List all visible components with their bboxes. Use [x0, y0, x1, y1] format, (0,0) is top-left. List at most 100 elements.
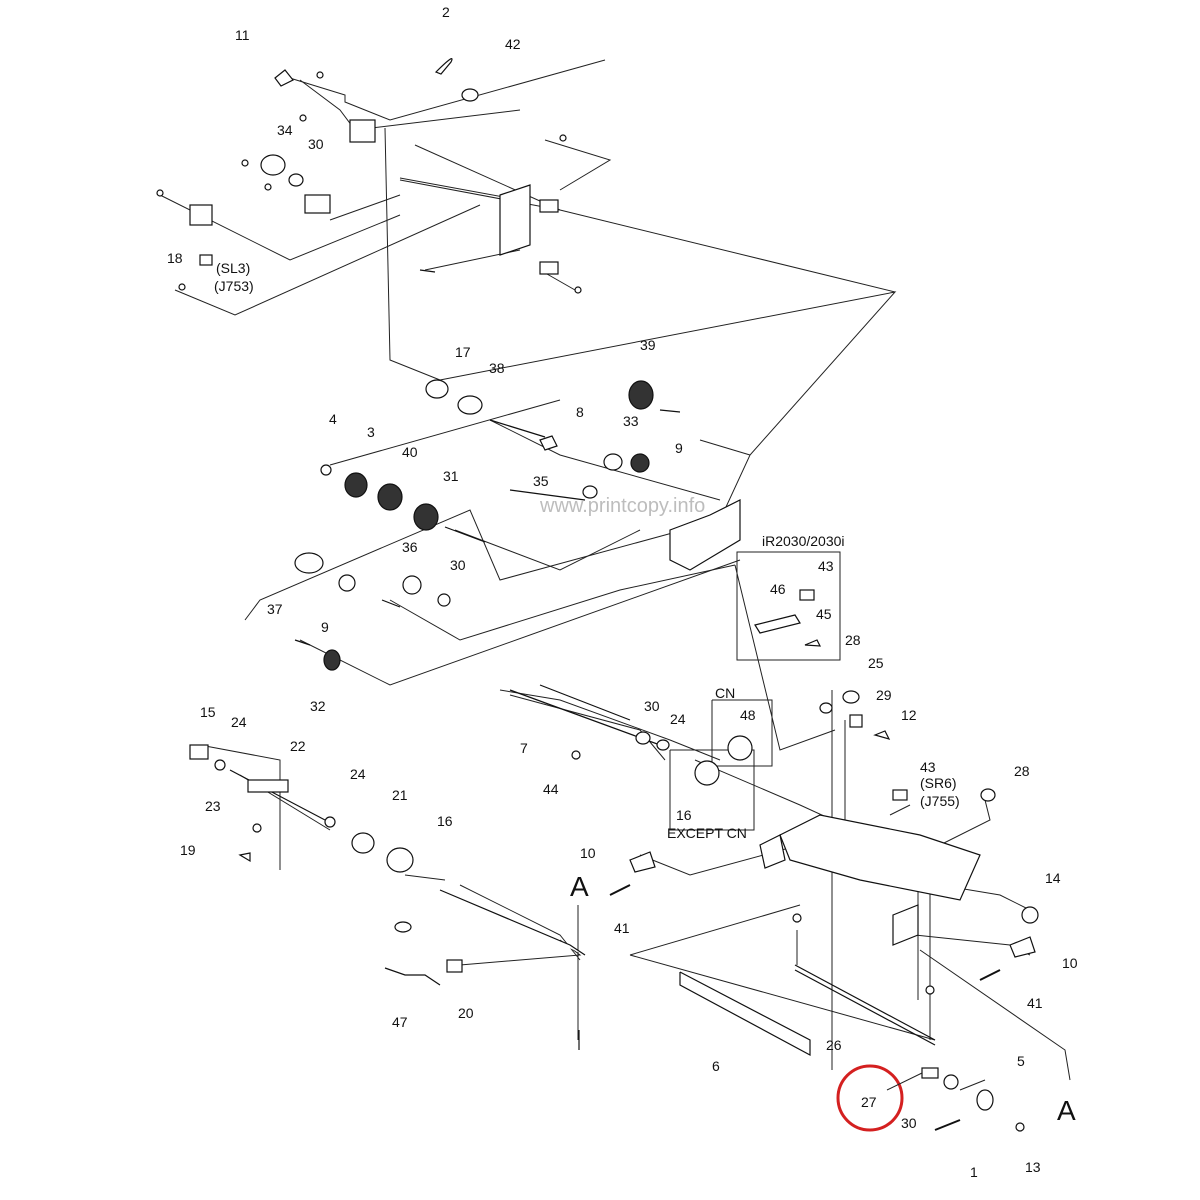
part-5-gear: [976, 1089, 994, 1111]
callout-4: 4: [329, 411, 337, 427]
screw: [574, 286, 582, 294]
part-16-roller-b: [694, 760, 720, 786]
part-12-spring: [873, 730, 891, 740]
group-boxes: [669, 551, 841, 831]
part-29-block: [849, 714, 863, 728]
part-21-roller: [351, 832, 375, 854]
main-frame-bracket: [499, 184, 531, 256]
part-44-screw: [571, 750, 581, 760]
part-43-sensor: [799, 589, 815, 601]
callout-41b: 41: [1027, 995, 1043, 1011]
callout-19: 19: [180, 842, 196, 858]
callout-43: 43: [818, 558, 834, 574]
drive-unit: [669, 499, 741, 571]
guide-tab: [759, 834, 786, 869]
part-28-clip-b: [980, 788, 996, 802]
callout-11: 11: [235, 27, 250, 43]
callout-30: 30: [308, 136, 324, 152]
part-40-gear: [377, 483, 403, 511]
callout-26: 26: [826, 1037, 842, 1053]
screw: [264, 183, 272, 191]
callout-33: 33: [623, 413, 639, 429]
callout-12: 12: [901, 707, 917, 723]
part-22-shaft: [229, 769, 326, 821]
part-45-spring: [804, 639, 822, 647]
callout-10b: 10: [1062, 955, 1078, 971]
pin: [659, 409, 681, 413]
group-label-except-cn: EXCEPT CN: [667, 825, 747, 841]
part-26-rail-b: [794, 969, 936, 1046]
callouts: 11 2 42 34 30 18 17 38 39 8 33 9 4 3 40 …: [167, 4, 1078, 1180]
screw: [792, 913, 802, 923]
callout-27: 27: [861, 1094, 877, 1110]
callout-32: 32: [310, 698, 326, 714]
part-43-sensor-b: [892, 789, 908, 801]
part-6-guide: [679, 971, 811, 1057]
highlight-callout-27: 27: [836, 1064, 923, 1132]
callout-28b: 28: [1014, 763, 1030, 779]
bracket-clip: [539, 199, 559, 213]
part-7-shaft: [509, 689, 661, 746]
part-18-solenoid: [189, 204, 213, 226]
part-30-bushing: [288, 173, 304, 187]
callout-3: 3: [367, 424, 375, 440]
callout-39: 39: [640, 337, 656, 353]
callout-35: 35: [533, 473, 549, 489]
connector-j755-label: (J755): [920, 793, 960, 809]
part-38-gear: [457, 395, 483, 415]
screw: [559, 134, 567, 142]
connector-sl3: [199, 254, 213, 266]
callout-31: 31: [443, 468, 459, 484]
part-37-pulley: [294, 552, 324, 574]
callout-42: 42: [505, 36, 521, 52]
shaft: [509, 489, 586, 501]
bracket-mid: [304, 194, 331, 214]
part-33-gear: [603, 453, 623, 471]
part-34-gear: [260, 154, 286, 176]
part-30-bushing-d: [943, 1074, 959, 1090]
marker-a-left: A: [570, 871, 589, 902]
part-30-bushing-c: [635, 731, 651, 745]
pin: [294, 639, 311, 646]
part-14-bushing: [1021, 906, 1039, 924]
part-20-block: [446, 959, 463, 973]
part-2-spring: [434, 58, 453, 75]
guide-plate: [439, 889, 586, 956]
callout-46: 46: [770, 581, 786, 597]
part-24-ring: [214, 759, 226, 771]
callout-44: 44: [543, 781, 559, 797]
callout-17: 17: [455, 344, 471, 360]
callout-24: 24: [231, 714, 247, 730]
callout-2: 2: [442, 4, 450, 20]
screw: [316, 71, 324, 79]
frame-end: [892, 904, 919, 946]
part-27-block: [921, 1067, 939, 1079]
callout-9: 9: [675, 440, 683, 456]
part-3-gear: [344, 472, 368, 498]
part-22-bracket: [247, 779, 289, 793]
bracket-small: [349, 119, 376, 143]
callout-1: 1: [970, 1164, 978, 1180]
part-8-bracket: [539, 435, 558, 451]
part-16-roller: [386, 847, 414, 873]
part-4-collar: [320, 464, 332, 476]
part-23-clip: [252, 823, 262, 833]
highlight-circle: [836, 1064, 904, 1132]
part-26-rail: [794, 964, 936, 1041]
callout-16: 16: [437, 813, 453, 829]
callout-21: 21: [392, 787, 408, 803]
part-47-lever: [384, 967, 441, 986]
connector-sr6-label: (SR6): [920, 775, 957, 791]
pin: [419, 269, 436, 273]
screw: [299, 114, 307, 122]
callout-41: 41: [614, 920, 630, 936]
bracket-clip-2: [539, 261, 559, 275]
callout-22: 22: [290, 738, 306, 754]
callout-43b: 43: [920, 759, 936, 775]
part-9-gear-b: [338, 574, 356, 592]
connector-j753-label: (J753): [214, 278, 254, 294]
callout-30d: 30: [901, 1115, 917, 1131]
part-19-spring: [238, 852, 251, 863]
callout-30c: 30: [644, 698, 660, 714]
